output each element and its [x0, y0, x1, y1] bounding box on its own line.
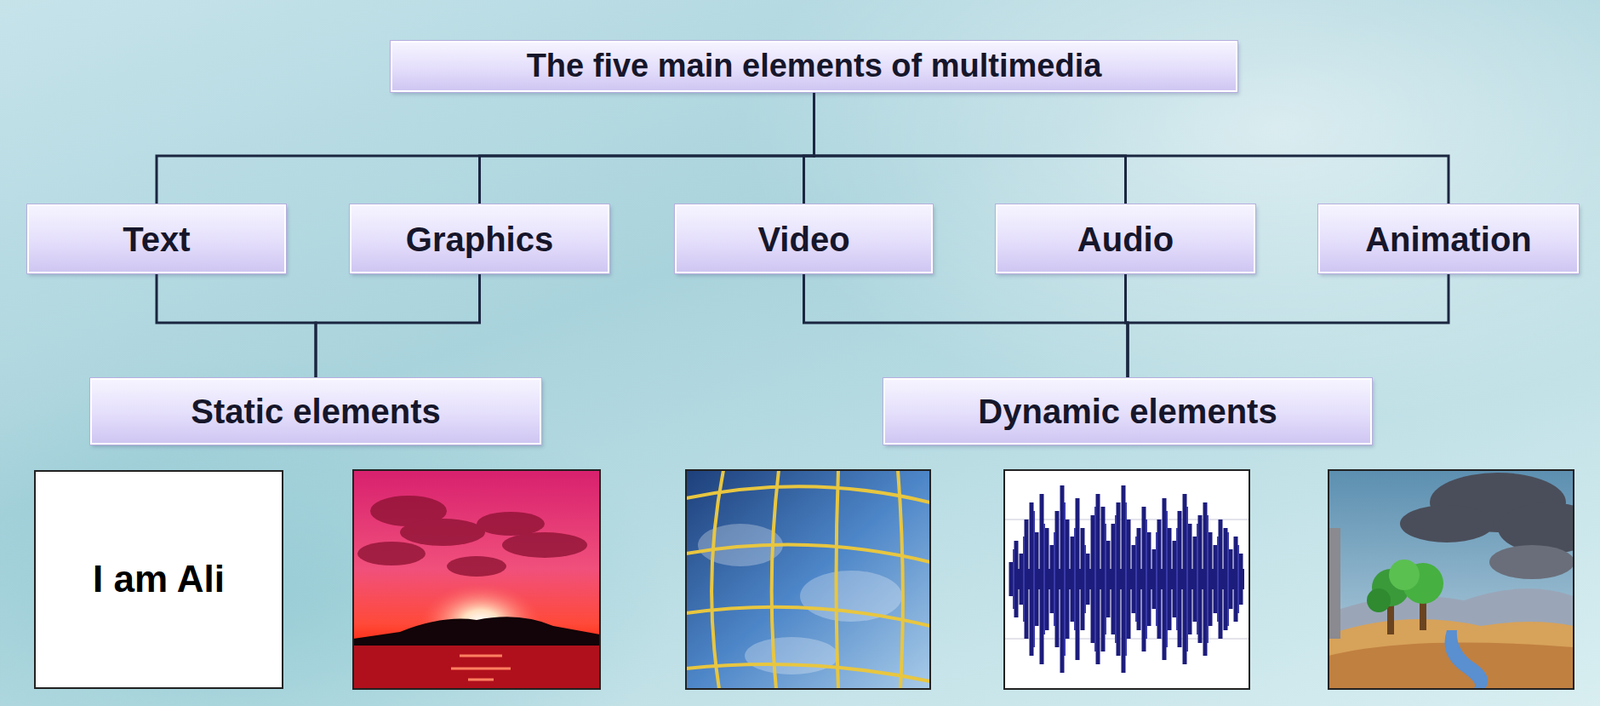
globe-ground: [685, 469, 931, 689]
box-label: Dynamic elements: [977, 392, 1277, 430]
wave-peaks: [1011, 485, 1241, 673]
tree-connector: [480, 91, 815, 205]
storm-clouds: [1400, 472, 1574, 579]
ground: [1328, 618, 1574, 689]
hill-silhouette: [353, 616, 600, 647]
group-box: Static elements: [90, 377, 542, 445]
far-hills: [1328, 588, 1574, 689]
tree-connector: [156, 273, 316, 378]
tree-connector: [315, 273, 480, 378]
water-glint: [451, 655, 511, 680]
tile-frame: [1328, 469, 1574, 689]
box-label: Graphics: [405, 220, 554, 258]
tree-connector: [814, 91, 1450, 205]
tree-connector: [814, 91, 1126, 205]
tree-connector: [156, 91, 815, 205]
tile-frame: [1004, 469, 1250, 689]
tree-connector: [804, 273, 1129, 378]
wave-ground: [1004, 469, 1250, 689]
box-label: The five main elements of multimedia: [526, 48, 1103, 85]
text-sample-tile: I am Ali: [34, 469, 284, 689]
globe-picture: [685, 469, 931, 689]
box-label: Text: [122, 220, 190, 258]
box-label: Audio: [1077, 220, 1174, 258]
element-box: Audio: [995, 204, 1256, 274]
river: [1445, 629, 1489, 689]
tree-connector: [804, 91, 815, 205]
group-box: Dynamic elements: [883, 377, 1372, 445]
element-box: Graphics: [349, 204, 610, 274]
box-label: Video: [757, 220, 850, 258]
box-label: Static elements: [190, 392, 440, 430]
cartoon-sky: [1328, 469, 1574, 689]
root-box: The five main elements of multimedia: [390, 40, 1238, 92]
element-box: Video: [674, 204, 933, 274]
wave-fine: [1013, 502, 1239, 656]
element-box: Text: [27, 204, 286, 274]
sunset-sky: [353, 469, 600, 689]
tile-frame: [353, 469, 600, 689]
trees: [1366, 559, 1444, 635]
tower: [1328, 527, 1341, 639]
audio-waveform: [1004, 469, 1250, 689]
tile-frame: [685, 469, 931, 689]
box-label: I am Ali: [92, 558, 225, 600]
sunset-picture: [353, 469, 600, 689]
water: [353, 645, 600, 689]
cartoon-landscape: [1328, 469, 1574, 689]
sunset-clouds: [357, 495, 588, 577]
globe-grid: [685, 469, 931, 689]
tree-connector: [1127, 273, 1449, 378]
element-box: Animation: [1318, 204, 1579, 274]
box-label: Animation: [1365, 220, 1532, 258]
